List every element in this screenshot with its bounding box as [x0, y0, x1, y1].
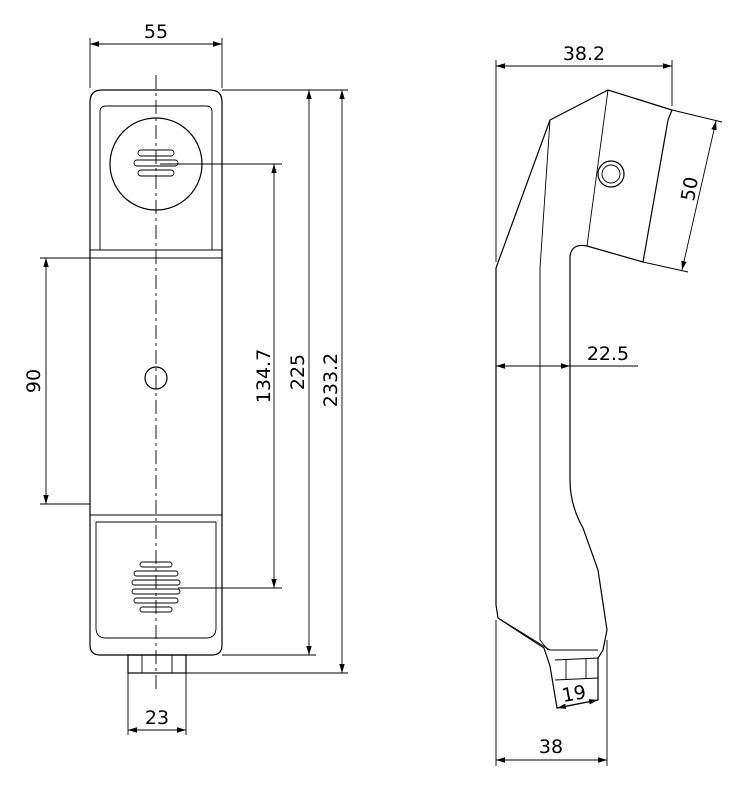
front-inner-contour: [99, 105, 213, 250]
front-cord-connector: [127, 654, 187, 674]
dim-label-grip-length: 90: [23, 369, 45, 393]
side-outline: [495, 89, 673, 709]
front-outline: [89, 89, 223, 656]
side-view: 38.2 50 22.5 19 38: [495, 43, 723, 766]
dim-label-front-cord-width: 23: [145, 707, 169, 729]
dim-label-side-cord-width: 19: [560, 681, 588, 707]
dim-overall-length: 233.2: [186, 89, 348, 674]
side-inner-line: [539, 119, 551, 651]
dim-label-grip-thickness: 22.5: [587, 343, 629, 365]
dim-grip-length: 90: [23, 257, 90, 505]
dim-earpiece-to-mouthpiece: 134.7: [160, 163, 282, 589]
dim-label-side-bottom-width: 38: [539, 736, 563, 758]
dim-side-cord-width: 19: [556, 681, 599, 709]
side-screw: [597, 160, 625, 188]
dim-label-head-depth: 50: [677, 175, 703, 203]
front-view: 55 90 134.7 225 233.2: [23, 21, 348, 735]
dim-label-front-width: 55: [144, 21, 168, 43]
dim-label-overall-length: 233.2: [320, 353, 342, 407]
head-face-line: [586, 89, 609, 247]
dim-side-top-width: 38.2: [495, 43, 673, 262]
dim-front-cord-width: 23: [127, 673, 187, 735]
dim-label-side-top-width: 38.2: [563, 43, 605, 65]
dim-head-depth: 50: [642, 109, 723, 273]
side-cord-connector: [554, 657, 599, 681]
dim-label-earpiece-to-mouthpiece: 134.7: [253, 349, 275, 403]
dim-grip-thickness: 22.5: [496, 343, 638, 369]
dim-side-bottom-width: 38: [495, 620, 608, 766]
side-bottom-step: [497, 617, 598, 651]
side-screw-inner: [601, 164, 621, 184]
dim-label-body-length: 225: [287, 354, 309, 390]
dim-front-width: 55: [89, 21, 223, 88]
